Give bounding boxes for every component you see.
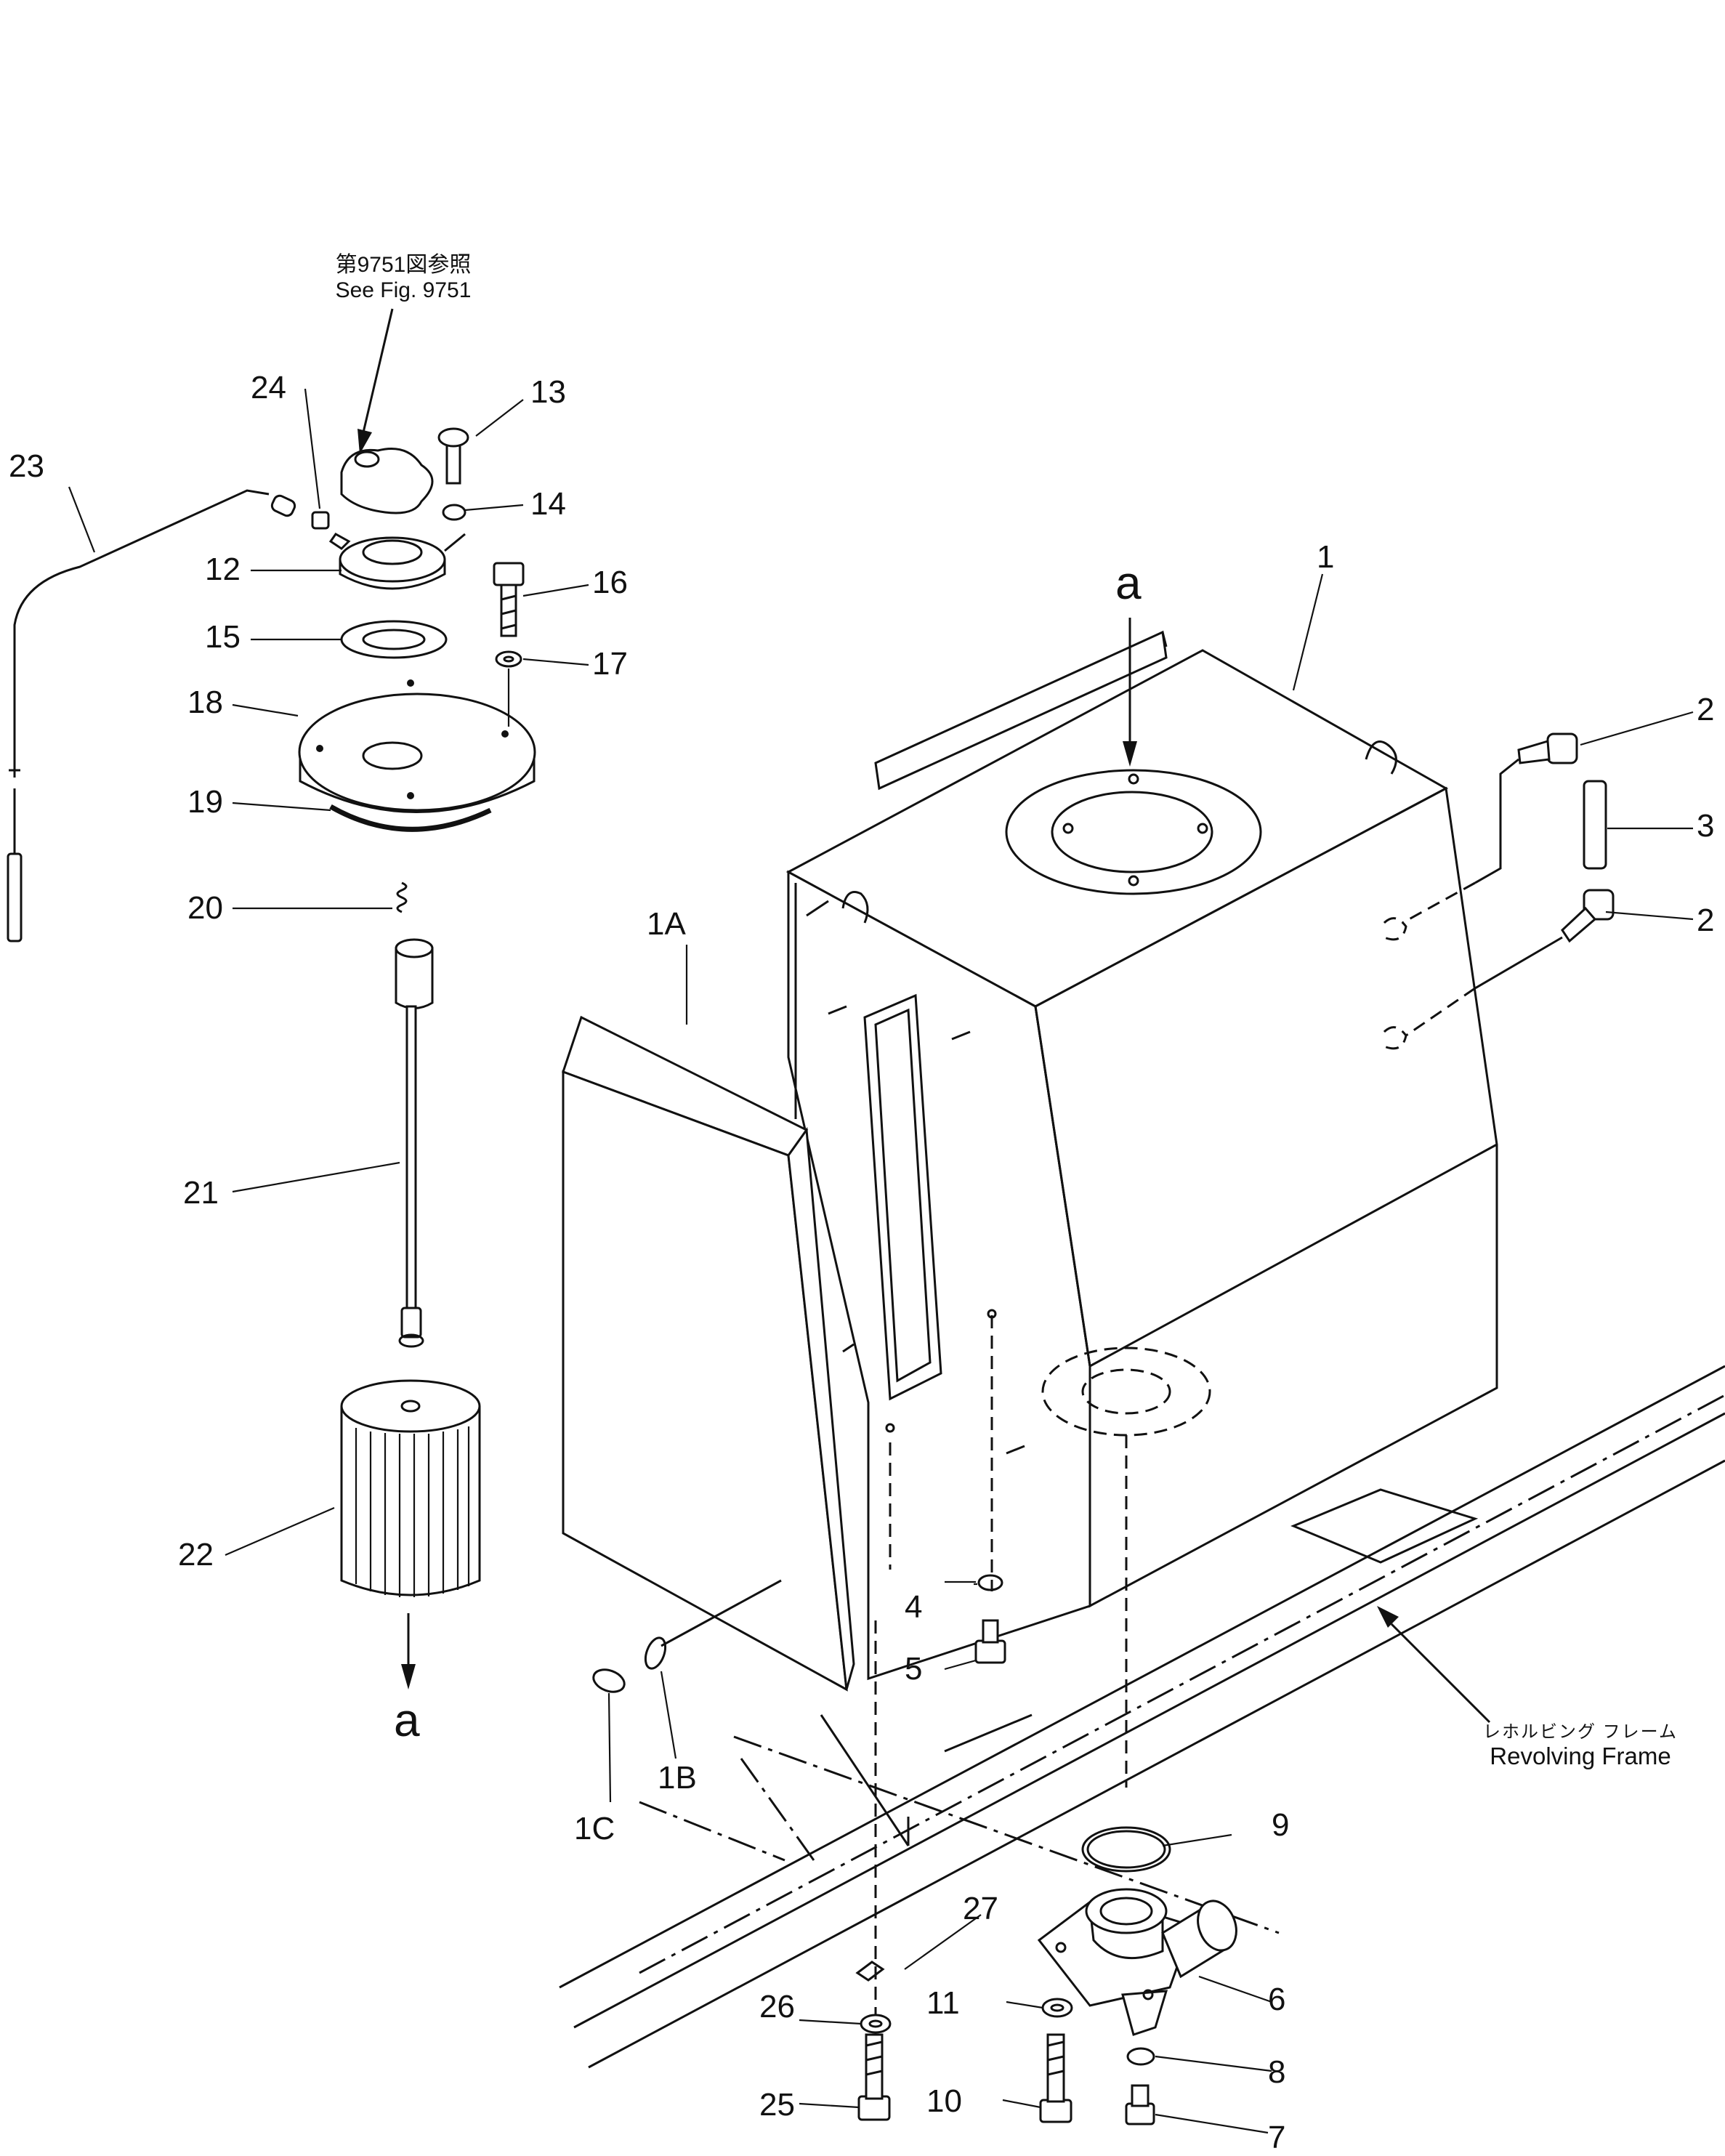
callout-21: 21 — [183, 1175, 219, 1211]
callout-11: 11 — [926, 1985, 960, 2021]
pointer-arrows — [357, 308, 1491, 1724]
filler-assembly — [270, 427, 469, 659]
revolving-frame-note-jp: レホルビング フレーム — [1483, 1722, 1678, 1742]
callout-19: 19 — [187, 784, 223, 820]
callout-10: 10 — [926, 2083, 962, 2119]
callout-24: 24 — [251, 370, 286, 405]
callout-27: 27 — [963, 1891, 998, 1926]
leader-lines — [68, 388, 1694, 2134]
suction-flange — [855, 1826, 1237, 2125]
drain-plug-parts — [592, 1574, 1006, 1693]
callout-2-upper: 2 — [1697, 692, 1715, 727]
revolving-frame — [559, 1365, 1725, 2069]
elbow-and-tube — [1402, 732, 1615, 1037]
callout-15: 15 — [205, 619, 241, 655]
callout-1C: 1C — [574, 1811, 615, 1846]
callout-16: 16 — [592, 565, 628, 600]
callout-1: 1 — [1317, 539, 1335, 575]
see-figure-note-en: See Fig. 9751 — [335, 278, 472, 302]
side-panel-1A — [562, 1015, 855, 1692]
callout-23: 23 — [9, 448, 44, 484]
callout-17: 17 — [592, 646, 628, 682]
callout-20: 20 — [187, 890, 223, 926]
callout-26: 26 — [759, 1989, 795, 2024]
revolving-frame-note-en: Revolving Frame — [1490, 1742, 1671, 1769]
callout-8: 8 — [1268, 2054, 1286, 2090]
callout-1B: 1B — [658, 1760, 697, 1796]
callout-7: 7 — [1268, 2120, 1286, 2155]
callout-1A: 1A — [647, 906, 686, 942]
callout-5: 5 — [905, 1651, 923, 1687]
tank-cover — [298, 679, 536, 832]
callout-6: 6 — [1268, 1982, 1286, 2017]
view-mark-bottom: a — [394, 1694, 420, 1746]
callout-2-lower: 2 — [1697, 903, 1715, 938]
callout-3: 3 — [1697, 808, 1715, 844]
see-figure-note: 第9751図参照 See Fig. 9751 — [302, 253, 505, 303]
callout-18: 18 — [187, 685, 223, 720]
callout-14: 14 — [530, 486, 566, 522]
hydraulic-tank — [785, 630, 1498, 2020]
view-mark-top: a — [1115, 557, 1142, 609]
see-figure-note-jp: 第9751図参照 — [335, 253, 472, 277]
dipstick — [7, 489, 270, 942]
callout-4: 4 — [905, 1589, 923, 1625]
callout-13: 13 — [530, 374, 566, 410]
callout-25: 25 — [759, 2087, 795, 2123]
revolving-frame-note: レホルビング フレーム Revolving Frame — [1457, 1722, 1704, 1770]
callout-22: 22 — [178, 1537, 214, 1572]
bolt-16-washer-17 — [493, 562, 525, 668]
callout-12: 12 — [205, 552, 241, 587]
strainer-assembly — [340, 881, 481, 1689]
callout-9: 9 — [1272, 1807, 1290, 1843]
